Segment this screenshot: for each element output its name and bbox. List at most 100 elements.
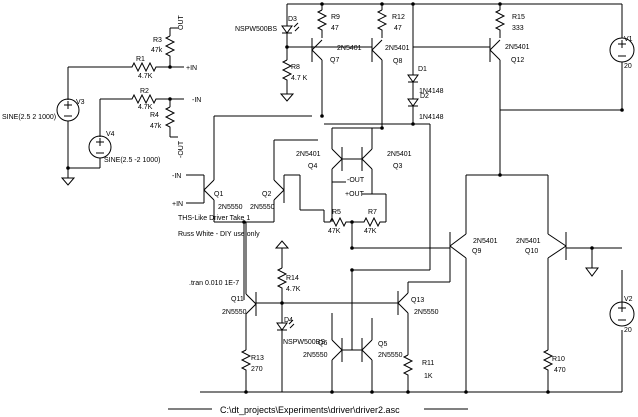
q7-model: 2N5401: [337, 45, 362, 52]
q11-transistor: Q11 2N5550: [222, 222, 257, 350]
r15-value: 333: [512, 25, 524, 32]
q2-transistor: Q2 2N5550: [250, 160, 285, 222]
r4-value: 47k: [150, 123, 162, 130]
v3-ground-icon: [60, 177, 76, 186]
r11-resistor: R11 1K: [402, 354, 434, 392]
q9-model: 2N5401: [473, 238, 498, 245]
q5-model: 2N5550: [378, 352, 403, 359]
r5-resistor: R5 47K: [324, 209, 352, 235]
q7-transistor: Q7 2N5401: [311, 38, 362, 116]
neg-out-node-label: -OUT: [347, 177, 365, 184]
r3-name: R3: [153, 37, 162, 44]
v4-source: V4 SINE(2.5 -2 1000): [68, 99, 160, 169]
q8-name: Q8: [393, 58, 402, 65]
q8-transistor: Q8 2N5401: [371, 38, 410, 128]
v1-source: V1 20: [609, 36, 635, 110]
q6-model: 2N5550: [303, 352, 328, 359]
r5-value: 47K: [328, 228, 341, 235]
v2-name: V2: [624, 296, 633, 303]
q2-model: 2N5550: [250, 204, 275, 211]
author-note: Russ White - DIY use only: [178, 231, 260, 238]
q11-model: 2N5550: [222, 309, 247, 316]
r8-resistor: R8 4.7 K: [281, 59, 308, 94]
pos-out-node-label: +OUT: [345, 191, 365, 198]
pos-in-top-label: +IN: [186, 65, 197, 72]
r3-value: 47k: [151, 47, 163, 54]
q5-name: Q5: [378, 341, 387, 348]
q4-model: 2N5401: [296, 151, 321, 158]
v4-spec: SINE(2.5 -2 1000): [104, 157, 160, 164]
r12-name: R12: [392, 14, 405, 21]
v1-value: 20: [624, 63, 632, 70]
junction-dots: [66, 2, 624, 394]
r2-value: 4.7K: [138, 104, 153, 111]
neg-in-top-label: -IN: [192, 97, 201, 104]
d4-model: NSPW500BS: [283, 339, 325, 346]
r8-value: 4.7 K: [291, 75, 308, 82]
q3-model: 2N5401: [387, 151, 412, 158]
d4-name: D4: [284, 317, 293, 324]
q6-transistor: Q6 2N5550: [303, 313, 343, 392]
r1-resistor: R1 4.7K: [127, 56, 170, 80]
r9-value: 47: [331, 25, 339, 32]
q6-name: Q6: [318, 340, 327, 347]
r14-value: 4.7K: [286, 286, 301, 293]
r15-resistor: R15 333: [494, 4, 525, 38]
r9-name: R9: [331, 14, 340, 21]
q12-transistor: 2N5401 Q12: [489, 38, 530, 110]
q1-model: 2N5550: [218, 204, 243, 211]
r14-name: R14: [286, 275, 299, 282]
r13-resistor: R13 270: [240, 349, 264, 392]
q1-name: Q1: [214, 191, 223, 198]
d2-name: D2: [420, 93, 429, 100]
q11-name: Q11: [231, 296, 244, 303]
q2-name: Q2: [262, 191, 271, 198]
d4-led: D4 NSPW500BS: [276, 317, 325, 346]
v3-spec: SINE(2.5 2 1000): [2, 114, 56, 121]
pos-in-left-label: +IN: [172, 201, 183, 208]
v2-source: V2 20: [609, 270, 635, 334]
q4-name: Q4: [308, 163, 317, 170]
r15-name: R15: [512, 14, 525, 21]
q3-name: Q3: [393, 163, 402, 170]
q3-transistor: 2N5401 Q3: [361, 128, 412, 194]
r14-resistor: R14 4.7K: [276, 267, 301, 300]
r8-ground-icon: [279, 93, 295, 102]
r14-supply-icon: [274, 240, 290, 249]
r7-value: 47K: [364, 228, 377, 235]
r2-name: R2: [140, 88, 149, 95]
out-net-label: OUT: [178, 15, 185, 31]
r5-name: R5: [332, 209, 341, 216]
r1-value: 4.7K: [138, 73, 153, 80]
d3-led: D3 NSPW500BS: [235, 16, 300, 34]
d1-model: 1N4148: [419, 88, 444, 95]
r8-name: R8: [291, 64, 300, 71]
r11-value: 1K: [424, 373, 433, 380]
r10-resistor: R10 470: [542, 349, 566, 392]
d3-model: NSPW500BS: [235, 26, 277, 33]
r11-name: R11: [422, 360, 434, 367]
output-ground-icon: [585, 267, 599, 277]
r12-value: 47: [394, 25, 402, 32]
q5-transistor: Q5 2N5550: [361, 318, 403, 392]
q10-transistor: 2N5401 Q10: [516, 175, 567, 350]
r10-name: R10: [552, 356, 565, 363]
r1-name: R1: [136, 56, 145, 63]
r13-name: R13: [251, 355, 264, 362]
q1-transistor: Q1 2N5550: [203, 160, 243, 222]
q9-name: Q9: [472, 248, 481, 255]
r13-value: 270: [251, 366, 263, 373]
q10-model: 2N5401: [516, 238, 541, 245]
d3-name: D3: [288, 16, 297, 23]
v3-name: V3: [76, 99, 85, 106]
q7-name: Q7: [330, 57, 339, 64]
v3-source: V3 SINE(2.5 2 1000): [2, 67, 85, 178]
r2-resistor: R2 4.7K: [127, 88, 170, 111]
r4-name: R4: [150, 112, 159, 119]
v1-name: V1: [624, 36, 633, 43]
neg-out-net-label: -OUT: [178, 140, 185, 158]
r3-resistor: R3 47k: [151, 28, 176, 67]
r10-value: 470: [554, 367, 566, 374]
r12-resistor: R12 47: [376, 4, 405, 38]
